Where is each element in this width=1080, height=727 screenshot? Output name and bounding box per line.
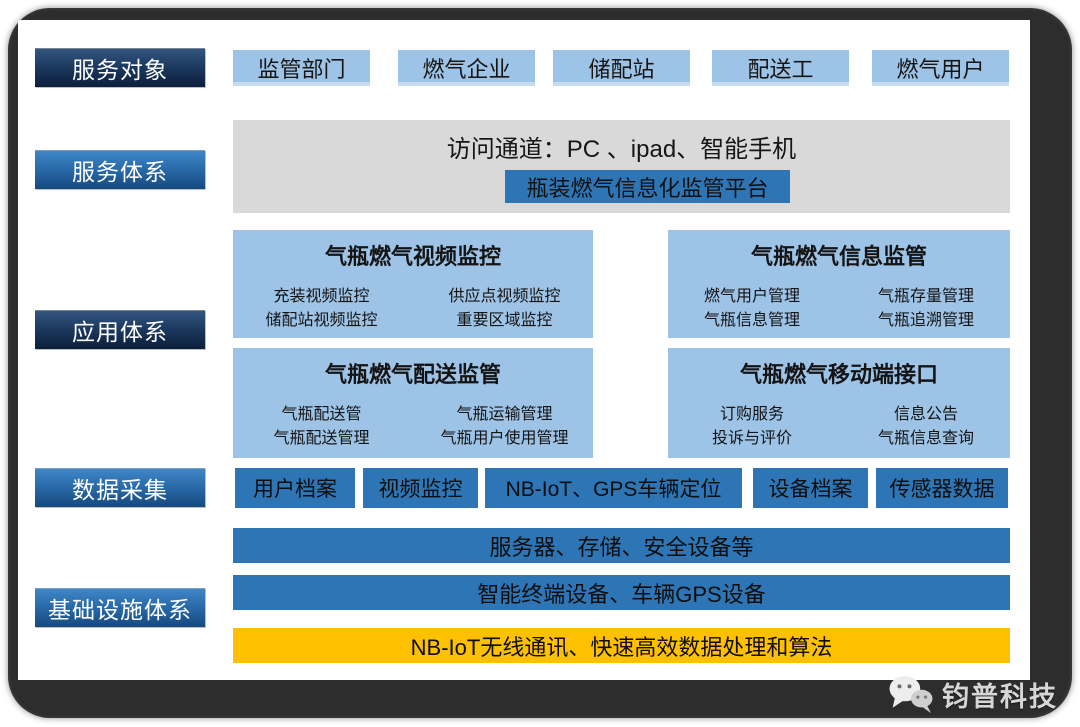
layer-label-application-system: 应用体系 xyxy=(35,310,205,349)
app-item: 充装视频监控 xyxy=(273,288,370,305)
app-item: 投诉与评价 xyxy=(711,430,792,447)
app-item: 气瓶配送管 xyxy=(281,406,362,423)
app-item: 供应点视频监控 xyxy=(448,288,561,305)
service-object-deliverer: 配送工 xyxy=(712,50,849,86)
app-box-title: 气瓶燃气视频监控 xyxy=(324,244,501,269)
chat-bubbles-icon xyxy=(888,673,934,715)
infra-bar-servers: 服务器、存储、安全设备等 xyxy=(233,528,1010,563)
layer-label-service-objects: 服务对象 xyxy=(35,48,205,87)
service-object-regulator: 监管部门 xyxy=(233,50,370,86)
infra-bar-terminals: 智能终端设备、车辆GPS设备 xyxy=(233,575,1010,610)
app-box-title: 气瓶燃气配送监管 xyxy=(324,362,501,387)
app-box-title: 气瓶燃气移动端接口 xyxy=(739,362,938,387)
app-item: 订购服务 xyxy=(719,406,784,423)
app-box-video-monitoring: 气瓶燃气视频监控 充装视频监控 供应点视频监控 储配站视频监控 重要区域监控 xyxy=(233,230,593,338)
layer-label-service-system: 服务体系 xyxy=(35,150,205,189)
platform-bar: 瓶装燃气信息化监管平台 xyxy=(505,170,790,203)
brand-logo: 钧普科技 xyxy=(888,673,1058,715)
data-box-device-archive: 设备档案 xyxy=(753,468,868,508)
access-channel-text: 访问通道：PC 、ipad、智能手机 xyxy=(446,136,797,163)
app-item: 气瓶存量管理 xyxy=(877,288,974,305)
app-item: 信息公告 xyxy=(893,406,958,423)
app-item: 气瓶追溯管理 xyxy=(877,312,974,329)
brand-name: 钧普科技 xyxy=(942,681,1058,712)
content-area: 服务对象 服务体系 应用体系 数据采集 基础设施体系 监管部门 燃气企业 储配站… xyxy=(18,20,1030,680)
app-item: 气瓶用户使用管理 xyxy=(440,430,569,447)
app-box-mobile-interface: 气瓶燃气移动端接口 订购服务 信息公告 投诉与评价 气瓶信息查询 xyxy=(668,348,1010,458)
service-object-gas-user: 燃气用户 xyxy=(872,50,1009,86)
app-item: 气瓶信息查询 xyxy=(877,430,974,447)
infra-bar-nbiot-comm: NB-IoT无线通讯、快速高效数据处理和算法 xyxy=(233,628,1010,663)
app-item: 气瓶信息管理 xyxy=(703,312,800,329)
app-item: 气瓶配送管理 xyxy=(273,430,370,447)
data-box-sensor-data: 传感器数据 xyxy=(876,468,1008,508)
app-item: 储配站视频监控 xyxy=(265,312,378,329)
app-item: 燃气用户管理 xyxy=(703,288,800,305)
data-box-video-monitor: 视频监控 xyxy=(363,468,478,508)
service-object-depot: 储配站 xyxy=(553,50,690,86)
layer-label-infrastructure: 基础设施体系 xyxy=(35,588,205,627)
service-object-gas-company: 燃气企业 xyxy=(398,50,535,86)
layer-label-data-collection: 数据采集 xyxy=(35,468,205,507)
app-item: 重要区域监控 xyxy=(456,312,553,329)
access-channel-band: 访问通道：PC 、ipad、智能手机 瓶装燃气信息化监管平台 xyxy=(233,120,1010,213)
data-box-user-archive: 用户档案 xyxy=(235,468,355,508)
data-box-nbiot-gps: NB-IoT、GPS车辆定位 xyxy=(485,468,742,508)
app-box-info-supervision: 气瓶燃气信息监管 燃气用户管理 气瓶存量管理 气瓶信息管理 气瓶追溯管理 xyxy=(668,230,1010,338)
app-item: 气瓶运输管理 xyxy=(456,406,553,423)
slide-frame: 服务对象 服务体系 应用体系 数据采集 基础设施体系 监管部门 燃气企业 储配站… xyxy=(8,8,1072,718)
app-box-title: 气瓶燃气信息监管 xyxy=(750,244,927,269)
app-box-delivery-supervision: 气瓶燃气配送监管 气瓶配送管 气瓶运输管理 气瓶配送管理 气瓶用户使用管理 xyxy=(233,348,593,458)
